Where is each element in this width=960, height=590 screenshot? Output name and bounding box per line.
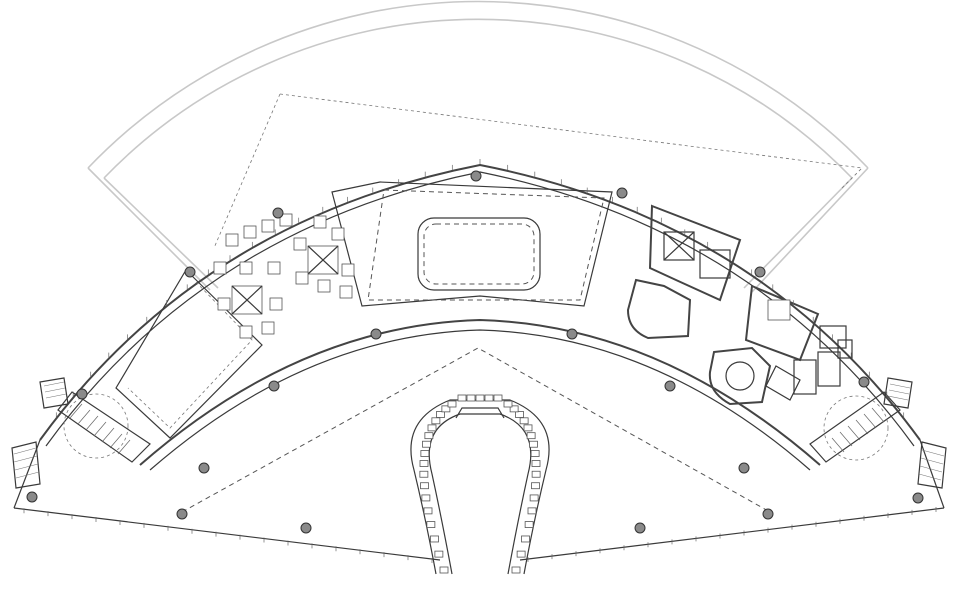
staircase (831, 407, 885, 453)
seat (420, 450, 430, 457)
seat (531, 460, 541, 467)
furniture-group (231, 285, 263, 315)
central-hall (331, 181, 613, 307)
column-marker (26, 491, 38, 503)
column-marker (912, 492, 924, 504)
seat (434, 550, 444, 558)
left-staircase (57, 391, 151, 463)
column-marker (268, 380, 280, 392)
seat (427, 424, 437, 432)
column-marker (664, 380, 676, 392)
column-marker (634, 522, 646, 534)
seat (524, 521, 534, 528)
structural-columns (26, 170, 924, 534)
column-marker (300, 522, 312, 534)
seat (419, 470, 429, 478)
seat (447, 400, 457, 408)
front-terrace-edge (13, 439, 945, 561)
seat (516, 550, 526, 558)
seat (475, 394, 485, 402)
furniture-group (307, 245, 339, 275)
seat (457, 394, 467, 402)
column-marker (198, 462, 210, 474)
canopy-outline (87, 0, 869, 293)
lounge-furniture-left (213, 213, 355, 339)
seat (526, 432, 536, 440)
seat (509, 405, 519, 413)
seat (531, 482, 540, 490)
staircase (69, 403, 131, 455)
seat (419, 460, 429, 467)
seat (426, 521, 436, 528)
seat (441, 405, 451, 413)
building-inner-wall (139, 318, 821, 471)
column-marker (176, 508, 188, 520)
column-marker (762, 508, 774, 520)
column-marker (858, 376, 870, 388)
seat (529, 440, 538, 448)
seat (420, 482, 429, 490)
column-marker (470, 170, 482, 182)
right-staircase (809, 391, 901, 463)
seat (529, 494, 539, 502)
end-panels-hatched (11, 377, 947, 489)
seat (523, 424, 533, 432)
roof-projection-dashed (213, 93, 863, 249)
curved-seating (410, 394, 550, 575)
seat (466, 394, 476, 402)
seat (424, 432, 434, 440)
seat (421, 494, 431, 502)
perimeter-ticks (23, 159, 937, 564)
entry-plaza-dashed (181, 347, 771, 513)
seat (531, 470, 541, 478)
seat (521, 535, 530, 543)
seat (511, 566, 521, 574)
seat (515, 411, 524, 418)
column-marker (754, 266, 766, 278)
seat (519, 417, 529, 425)
column-marker (616, 187, 628, 199)
column-marker (184, 266, 196, 278)
seat (422, 440, 431, 448)
seat (493, 394, 503, 402)
column-marker (370, 328, 382, 340)
building-outer-wall (39, 163, 921, 447)
seat (423, 507, 433, 515)
seat (431, 417, 441, 425)
seat (430, 535, 439, 543)
seat (436, 411, 445, 418)
column-marker (272, 207, 284, 219)
column-marker (738, 462, 750, 474)
column-marker (76, 388, 88, 400)
left-gallery (115, 269, 263, 439)
seat (530, 450, 540, 457)
seat (439, 566, 449, 574)
seat (527, 507, 537, 515)
column-marker (566, 328, 578, 340)
seat (484, 394, 494, 402)
right-wing-rooms (626, 204, 853, 406)
seat (503, 400, 513, 408)
